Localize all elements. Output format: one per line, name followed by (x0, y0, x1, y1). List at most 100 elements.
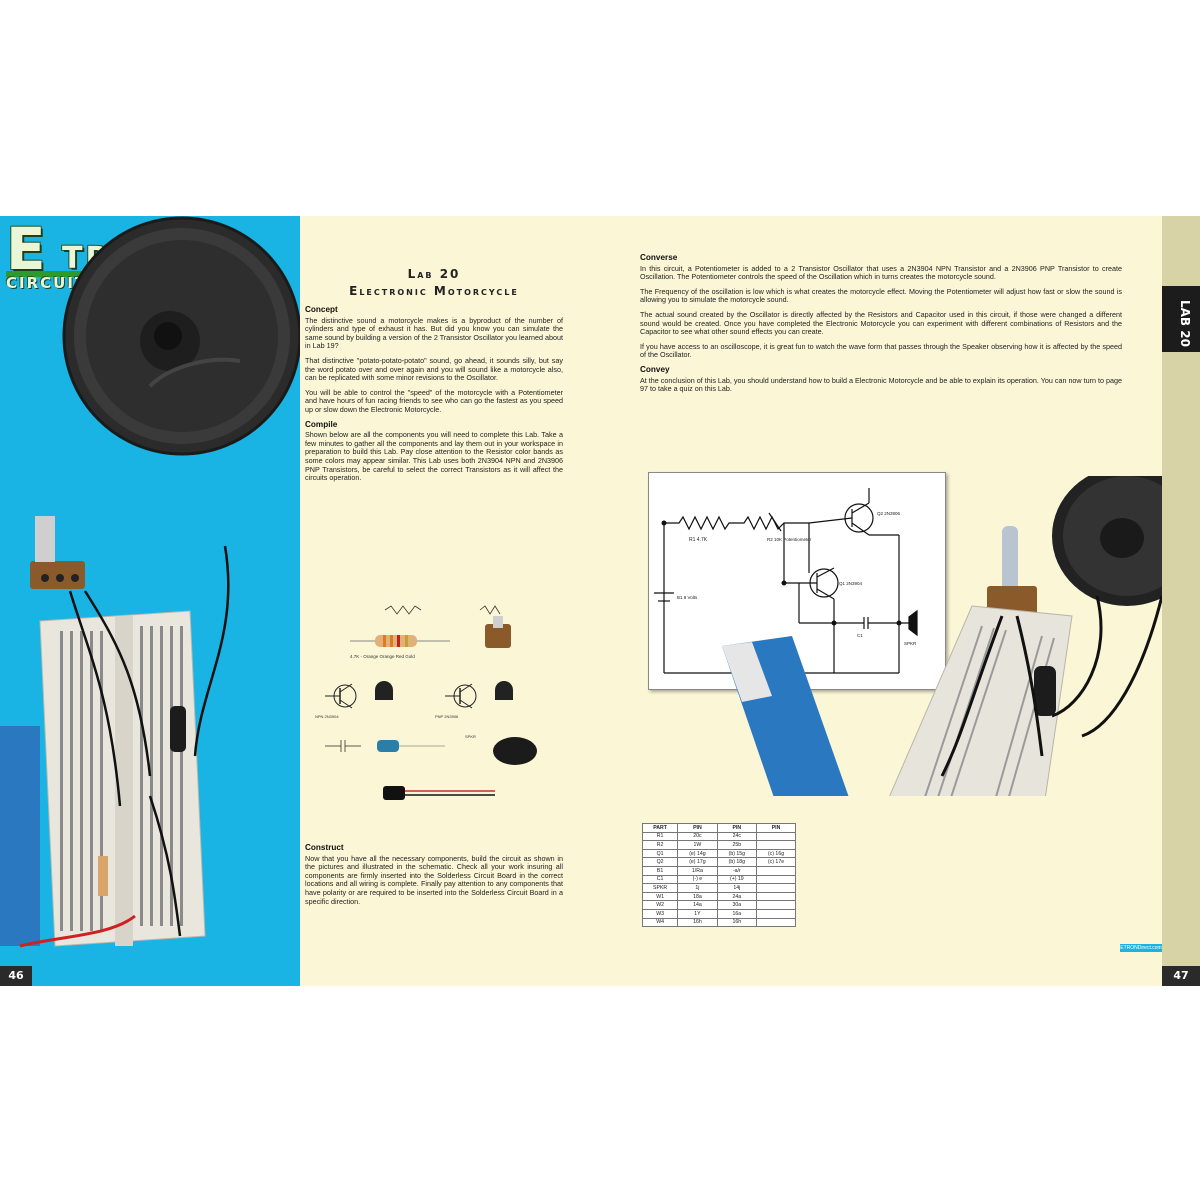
table-cell: (b) 15g (716, 848, 758, 859)
schematic-r1-label: R1 4.7K (689, 537, 708, 543)
table-cell: (c) 16g (756, 848, 796, 859)
table-cell: B1 (641, 865, 679, 876)
table-cell: (e) 14g (677, 848, 718, 859)
table-cell: 25b (716, 840, 758, 850)
page-number-right: 47 (1162, 966, 1200, 986)
table-cell (756, 874, 796, 885)
lab-title-name: Electronic Motorcycle (349, 284, 519, 298)
breadboard-photo-right (722, 476, 1162, 796)
table-cell: Q2 (641, 857, 679, 867)
speaker-caption: SPKR (465, 734, 476, 739)
table-row: C1(-) e(+) 19 (641, 874, 796, 885)
schematic-b1-label: B1 9 Volts (677, 595, 698, 600)
table-cell: R1 (641, 831, 679, 842)
table-cell: 18a (677, 891, 718, 902)
table-cell (756, 917, 796, 928)
table-header: PIN (716, 823, 758, 833)
lab-side-tab: LAB 20 (1162, 286, 1200, 352)
convey-paragraph: At the conclusion of this Lab, you shoul… (640, 375, 1122, 394)
schematic-spkr-label: SPKR (904, 641, 917, 646)
schematic-q1-label: Q1 2N3904 (839, 581, 863, 586)
table-cell (756, 831, 796, 842)
components-illustration: 4.7K - Orange Orange Red Gold NPN 2N3904… (315, 605, 537, 800)
concept-paragraph-2: That distinctive "potato-potato-potato" … (305, 355, 563, 383)
left-text-column: Lab 20 Electronic Motorcycle Concept The… (305, 266, 563, 489)
table-cell: 16h (716, 917, 758, 928)
table-cell: C1 (641, 874, 679, 885)
resistor-caption: 4.7K - Orange Orange Red Gold (350, 654, 415, 659)
book-spread: E TRON CIRCUIT LABS (0, 216, 1200, 986)
table-cell: 16h (677, 917, 718, 928)
converse-paragraph-3: The actual sound created by the Oscillat… (640, 309, 1122, 337)
pnp-caption: PNP 2N3906 (435, 714, 459, 719)
schematic-q2-label: Q2 2N3906 (877, 511, 901, 516)
table-cell (756, 891, 796, 902)
page-number-left: 46 (0, 966, 32, 986)
table-cell: (e) 17g (677, 857, 718, 867)
table-cell: (+) 19 (716, 874, 758, 885)
table-header: PIN (677, 823, 718, 833)
table-row: Q2(e) 17g(b) 18g(c) 17e (641, 857, 796, 867)
construct-paragraph: Now that you have all the necessary comp… (305, 853, 563, 906)
table-header: PIN (756, 823, 796, 833)
table-header-row: PART PIN PIN PIN (641, 823, 796, 833)
breadboard-photo-left (0, 216, 300, 948)
table-cell: (-) e (677, 874, 718, 885)
converse-paragraph-2: The Frequency of the oscillation is low … (640, 286, 1122, 305)
left-photo-panel: E TRON CIRCUIT LABS (0, 216, 300, 986)
table-cell (756, 865, 796, 876)
concept-heading: Concept (305, 305, 338, 314)
table-cell: 1j (677, 883, 718, 893)
schematic-pot-label: R2 10K Potentiometer (767, 537, 812, 542)
table-cell: 14j (716, 883, 758, 893)
table-cell (756, 883, 796, 893)
concept-paragraph-3: You will be able to control the "speed" … (305, 387, 563, 414)
lab-side-tab-label: LAB 20 (1178, 300, 1192, 347)
table-cell: 1/Ra (677, 865, 718, 876)
table-cell: 1W (677, 840, 718, 850)
table-cell: 14a (677, 900, 718, 910)
lab-title-number: Lab 20 (407, 267, 461, 281)
npn-caption: NPN 2N3904 (315, 714, 339, 719)
table-cell: (c) 17e (756, 857, 796, 867)
table-cell: 24a (716, 891, 758, 902)
schematic-c1-label: C1 (857, 633, 863, 638)
table-cell: 16a (716, 908, 758, 919)
table-cell: -a/r (716, 865, 758, 876)
table-row: Q1(e) 14g(b) 15g(c) 16g (641, 848, 796, 859)
compile-paragraph: Shown below are all the components you w… (305, 430, 563, 483)
converse-paragraph-4: If you have access to an oscilloscope, i… (640, 341, 1122, 360)
concept-paragraph-1: The distinctive sound a motorcycle makes… (305, 315, 563, 351)
converse-heading: Converse (640, 253, 678, 262)
converse-paragraph-1: In this circuit, a Potentiometer is adde… (640, 263, 1122, 282)
construct-column: Construct Now that you have all the nece… (305, 840, 563, 912)
right-text-column: Converse In this circuit, a Potentiomete… (640, 250, 1122, 400)
table-cell: (b) 18g (716, 857, 758, 867)
logo-letter-e: E (6, 216, 46, 283)
table-cell (756, 840, 796, 850)
table-cell: W3 (641, 908, 679, 919)
table-header: PART (641, 823, 679, 833)
table-cell: W4 (641, 917, 679, 928)
website-tag: ETRONDirect.com (1120, 944, 1162, 952)
table-cell: W1 (641, 891, 679, 902)
table-cell (756, 900, 796, 910)
table-cell: W2 (641, 900, 679, 910)
compile-heading: Compile (305, 419, 338, 429)
table-cell: 1Y (677, 908, 718, 919)
table-cell: 20c (677, 831, 718, 842)
table-cell (756, 908, 796, 919)
table-cell: SPKR (641, 883, 679, 893)
convey-heading: Convey (640, 364, 670, 374)
construct-heading: Construct (305, 843, 344, 852)
table-cell: R2 (641, 840, 679, 850)
